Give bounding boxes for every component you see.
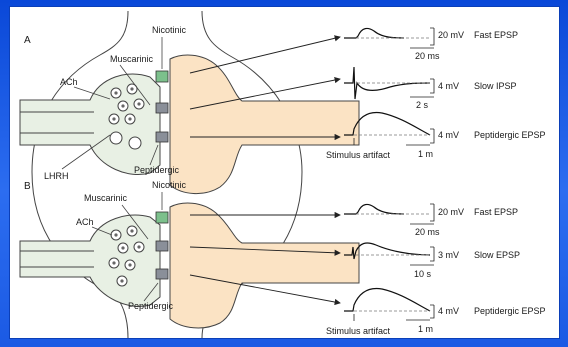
trace-b1-scale: 20 mV [438,207,464,217]
trace-a2-scale: 4 mV [438,81,459,91]
nicotinic-label-a: Nicotinic [152,25,187,35]
nicotinic-label-b: Nicotinic [152,180,187,190]
postsynaptic-process-a [170,55,359,194]
panel-b: B [20,180,546,336]
ach-label-a: ACh [60,77,78,87]
panel-a: A [20,25,546,194]
nicotinic-receptor-a [156,71,168,82]
trace-b2-scale: 3 mV [438,250,459,260]
muscarinic-label-a: Muscarinic [110,54,154,64]
muscarinic-receptor-a [156,103,168,113]
trace-fast-epsp-a: 20 mV Fast EPSP 20 ms [344,28,518,61]
panel-b-letter: B [24,181,31,192]
trace-slow-ipsp-a: 4 mV Slow IPSP 2 s [344,67,517,110]
trace-a1-time: 20 ms [415,51,440,61]
nicotinic-receptor-b [156,212,168,223]
trace-a3-name: Peptidergic EPSP [474,130,546,140]
trace-b3-time: 1 m [418,324,433,334]
trace-a1-scale: 20 mV [438,30,464,40]
trace-slow-epsp-b: 3 mV Slow EPSP 10 s [344,243,520,279]
trace-peptidergic-epsp-b: 4 mV Peptidergic EPSP 1 m Stimulus artif… [326,289,546,336]
stimulus-label-a: Stimulus artifact [326,150,391,160]
peptidergic-label-a: Peptidergic [134,165,180,175]
trace-fast-epsp-b: 20 mV Fast EPSP 20 ms [344,204,518,237]
trace-b2-time: 10 s [414,269,432,279]
trace-b3-scale: 4 mV [438,306,459,316]
presynaptic-axon-a [20,74,160,175]
trace-a3-time: 1 m [418,149,433,159]
panel-a-letter: A [24,35,31,46]
trace-a1-name: Fast EPSP [474,30,518,40]
figure-panel: A [10,7,559,338]
presynaptic-axon-b [20,215,160,306]
trace-a2-name: Slow IPSP [474,81,517,91]
muscarinic-receptor-b [156,241,168,251]
trace-a2-time: 2 s [416,100,429,110]
ach-label-b: ACh [76,217,94,227]
trace-a3-scale: 4 mV [438,130,459,140]
trace-b1-time: 20 ms [415,227,440,237]
trace-b2-name: Slow EPSP [474,250,520,260]
peptidergic-receptor-b [156,269,168,279]
peptidergic-receptor-a [156,132,168,142]
postsynaptic-process-b [170,203,359,328]
lhrh-label-a: LHRH [44,171,69,181]
muscarinic-label-b: Muscarinic [84,193,128,203]
peptidergic-label-b: Peptidergic [128,301,174,311]
synapse-diagram: A [10,7,559,338]
trace-b3-name: Peptidergic EPSP [474,306,546,316]
trace-b1-name: Fast EPSP [474,207,518,217]
stimulus-label-b: Stimulus artifact [326,326,391,336]
